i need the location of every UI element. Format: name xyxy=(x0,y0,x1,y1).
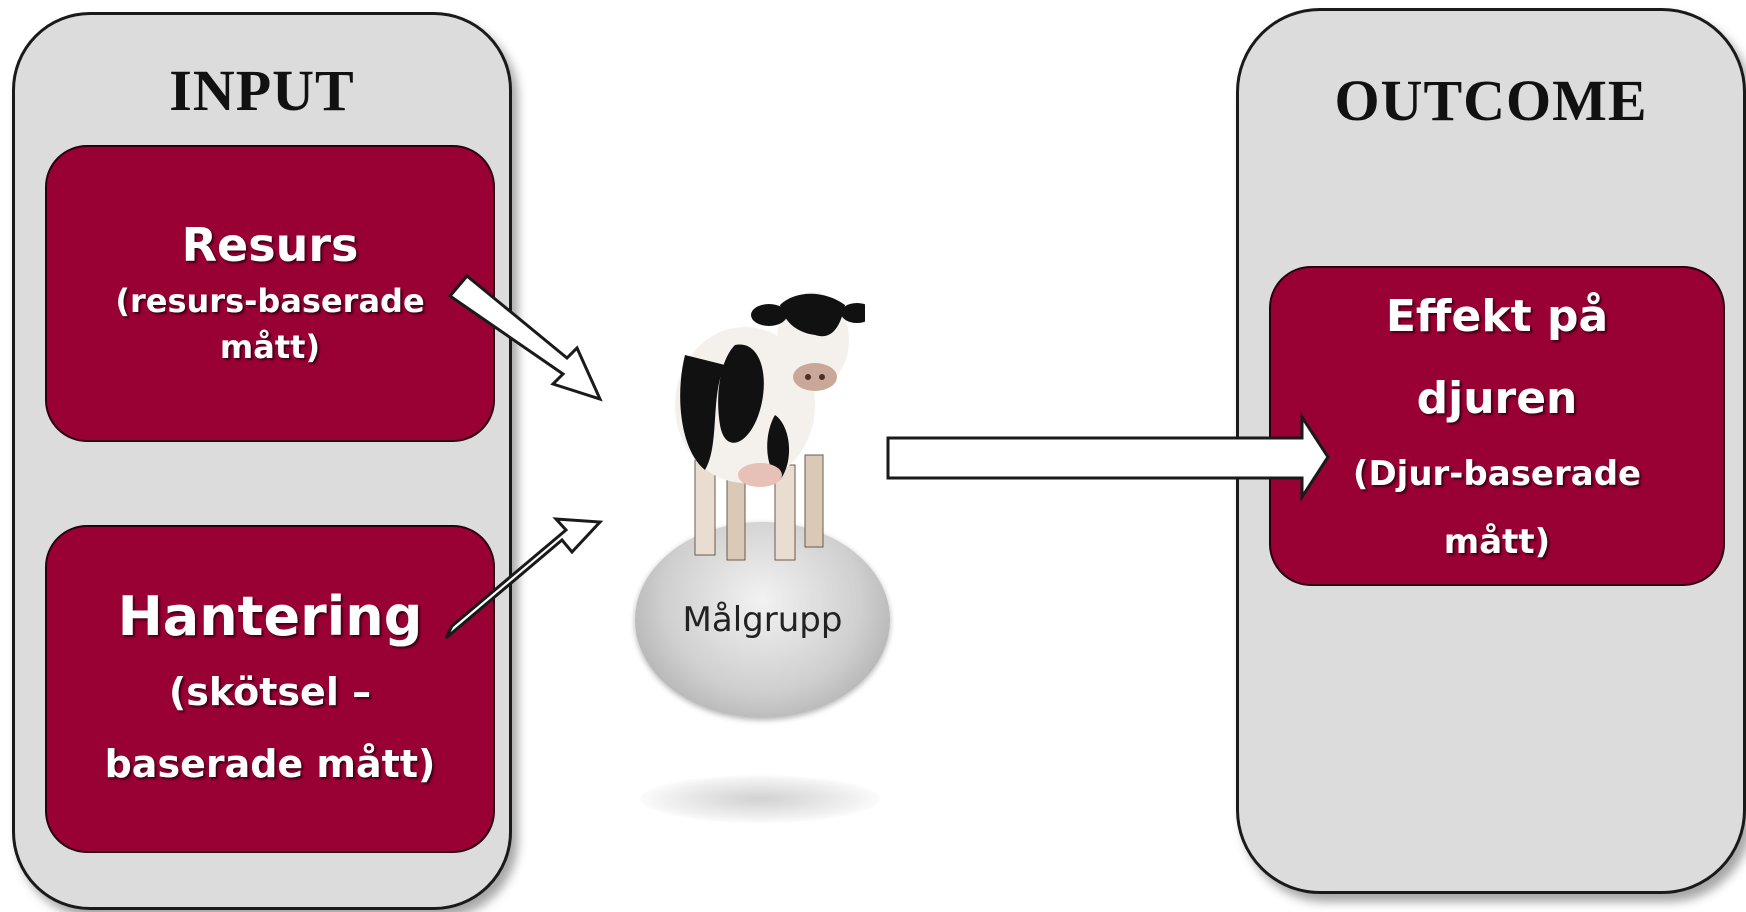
hantering-subtitle-line2: baserade mått) xyxy=(104,742,436,786)
effekt-box: Effekt på djuren (Djur-baserade mått) xyxy=(1269,266,1725,586)
effekt-title-line1: Effekt på xyxy=(1385,291,1609,342)
input-panel: INPUT Resurs (resurs-baserade mått) Hant… xyxy=(12,12,512,910)
hantering-box: Hantering (skötsel – baserade mått) xyxy=(45,525,495,853)
hantering-title: Hantering xyxy=(117,585,423,648)
effekt-title-line2: djuren xyxy=(1416,373,1578,424)
cow-icon xyxy=(675,292,865,561)
target-ellipse: Målgrupp xyxy=(635,522,890,718)
hantering-subtitle-line1: (skötsel – xyxy=(168,670,372,714)
target-shadow xyxy=(640,775,880,823)
effekt-subtitle-line1: (Djur-baserade xyxy=(1352,454,1642,494)
arrow-resurs-to-target xyxy=(447,273,603,402)
resurs-title: Resurs xyxy=(181,217,359,272)
arrow-to-outcome xyxy=(886,411,1330,503)
resurs-subtitle-line1: (resurs-baserade xyxy=(115,281,425,320)
resurs-box: Resurs (resurs-baserade mått) xyxy=(45,145,495,442)
effekt-subtitle-line2: mått) xyxy=(1443,522,1551,562)
input-title: INPUT xyxy=(169,58,355,123)
resurs-subtitle-line2: mått) xyxy=(219,327,321,366)
outcome-title: OUTCOME xyxy=(1334,68,1648,133)
arrow-hantering-to-target xyxy=(444,517,604,640)
target-label: Målgrupp xyxy=(682,600,843,640)
